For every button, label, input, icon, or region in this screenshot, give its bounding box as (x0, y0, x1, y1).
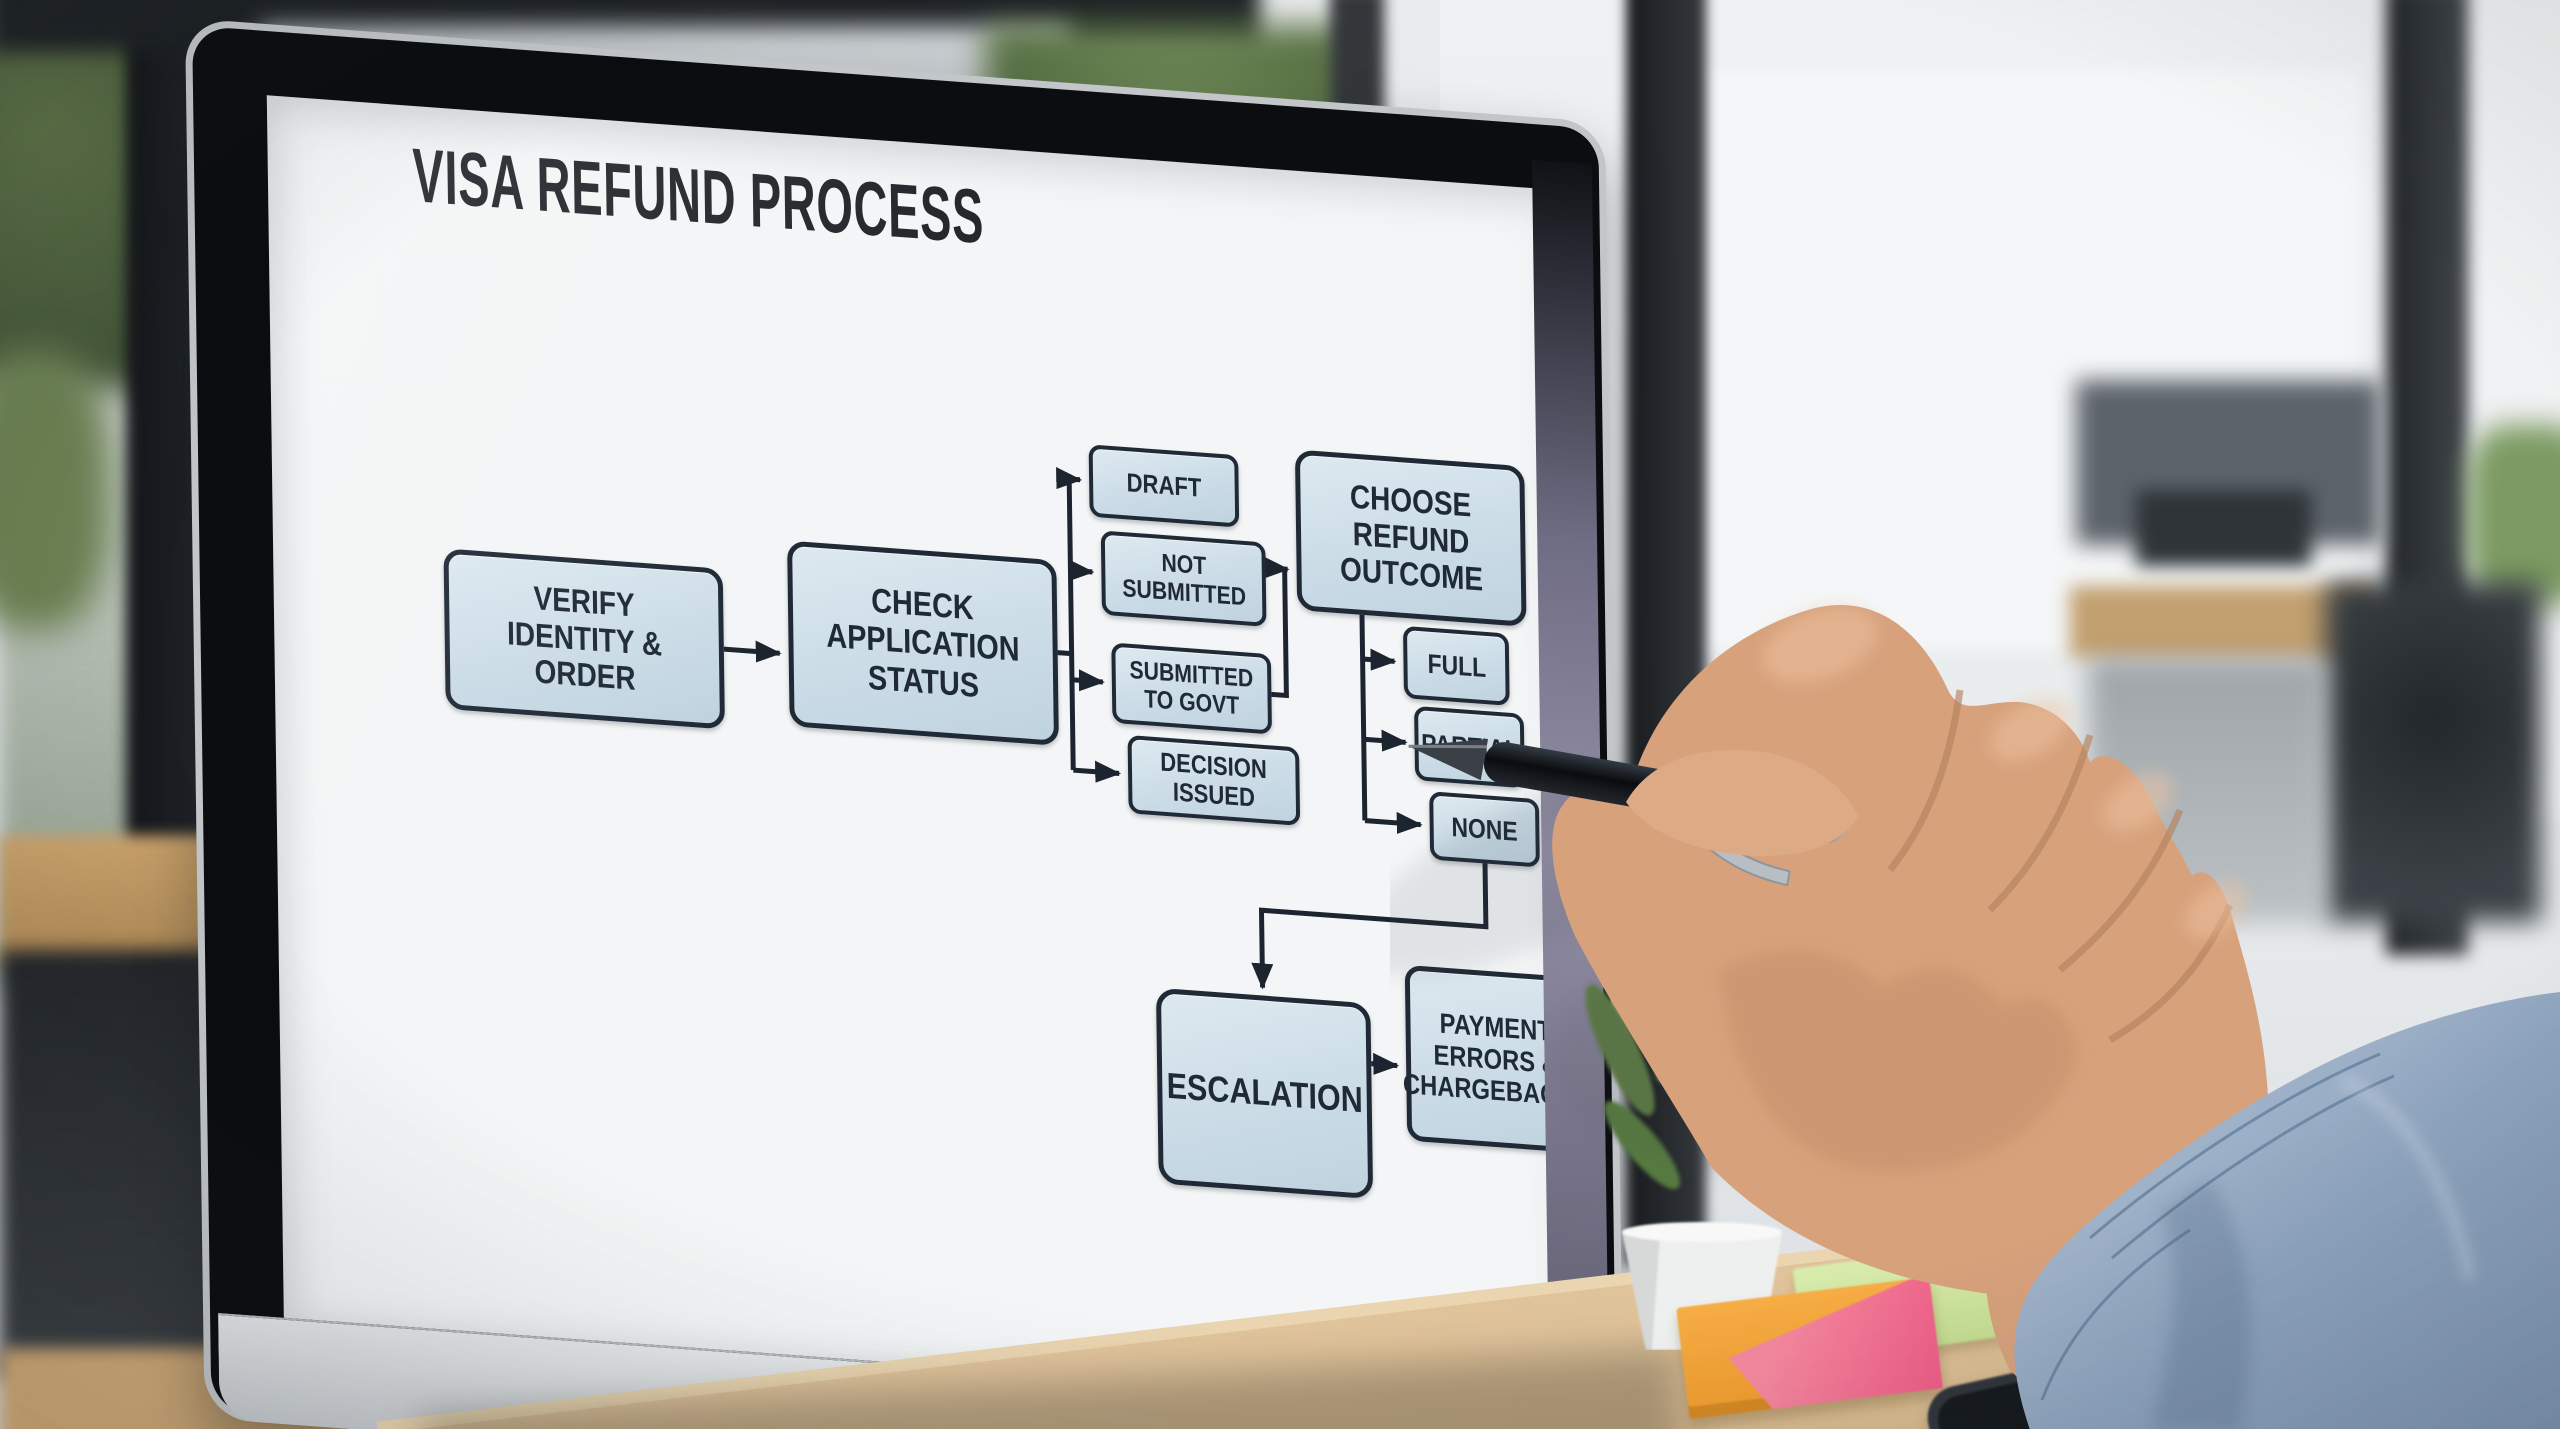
pen-nib-highlight (1408, 744, 1487, 749)
flowchart-connectors (723, 466, 1489, 1075)
workstation-desk-blur (2070, 586, 2375, 658)
office-chair-blur (2326, 582, 2541, 922)
flow-node-submitted-to-govt: SUBMITTED TO GOVT (1111, 642, 1272, 735)
pen-nib (1408, 738, 1489, 781)
flow-node-draft: DRAFT (1088, 444, 1240, 528)
folded-fingers-shading (1720, 950, 2078, 1173)
hand-with-pen (1390, 605, 2560, 1429)
flow-node-label: ESCALATION (1166, 1065, 1363, 1121)
edge-verify-check (723, 640, 782, 663)
monitor: VISA REFUND PROCESS (185, 18, 1625, 1429)
edge-check-trunk (1057, 478, 1076, 771)
flow-node-label: SUBMITTED TO GOVT (1129, 655, 1254, 721)
foliage-left-lower (0, 350, 110, 630)
edge-choose-partial (1363, 729, 1408, 752)
flow-node-check-application-status: CHECK APPLICATION STATUS (787, 540, 1059, 746)
flow-node-verify-identity-order: VERIFY IDENTITY & ORDER (443, 548, 725, 730)
monitor-bezel: VISA REFUND PROCESS (185, 18, 1625, 1429)
edge-check-draft (1056, 466, 1083, 490)
edge-choose-trunk (1359, 614, 1368, 821)
knuckle-highlights (1762, 607, 2247, 939)
flow-node-label: CHECK APPLICATION STATUS (826, 582, 1020, 705)
flow-node-decision-issued: DECISION ISSUED (1127, 734, 1301, 826)
cuff-stitching (2040, 1052, 2395, 1401)
edge-choose-full (1362, 648, 1397, 671)
foliage-right (2468, 425, 2560, 605)
sleeve-highlight (2337, 1073, 2477, 1282)
flow-node-label: DRAFT (1126, 467, 1202, 504)
edge-submitted-choose (1263, 556, 1290, 699)
edge-escalation-payment (1371, 1052, 1400, 1075)
flowchart: VISA REFUND PROCESS (292, 133, 1595, 1396)
shirt-sleeve (2014, 992, 2560, 1429)
edge-none-escalation (1251, 863, 1489, 990)
edge-check-submittedgovt (1071, 669, 1105, 692)
flow-node-label: NOT SUBMITTED (1121, 548, 1246, 612)
edge-check-notsubmitted (1068, 559, 1095, 582)
thumb (1626, 749, 1858, 857)
monitor-screen: VISA REFUND PROCESS (266, 95, 1590, 1413)
workstation-monitor-blur (2136, 490, 2311, 566)
edge-check-decision (1073, 760, 1122, 783)
flow-node-label: VERIFY IDENTITY & ORDER (506, 578, 662, 698)
flow-node-escalation: ESCALATION (1155, 987, 1374, 1200)
connector-lines (723, 466, 1489, 1075)
sleeve-fold-shadow (2150, 1180, 2250, 1429)
flow-node-not-submitted: NOT SUBMITTED (1100, 530, 1267, 627)
sleeve-cuff (2014, 992, 2560, 1429)
flow-node-label: DECISION ISSUED (1160, 746, 1268, 813)
thumb-and-creases (1626, 607, 2247, 1044)
edge-choose-none (1364, 811, 1423, 834)
